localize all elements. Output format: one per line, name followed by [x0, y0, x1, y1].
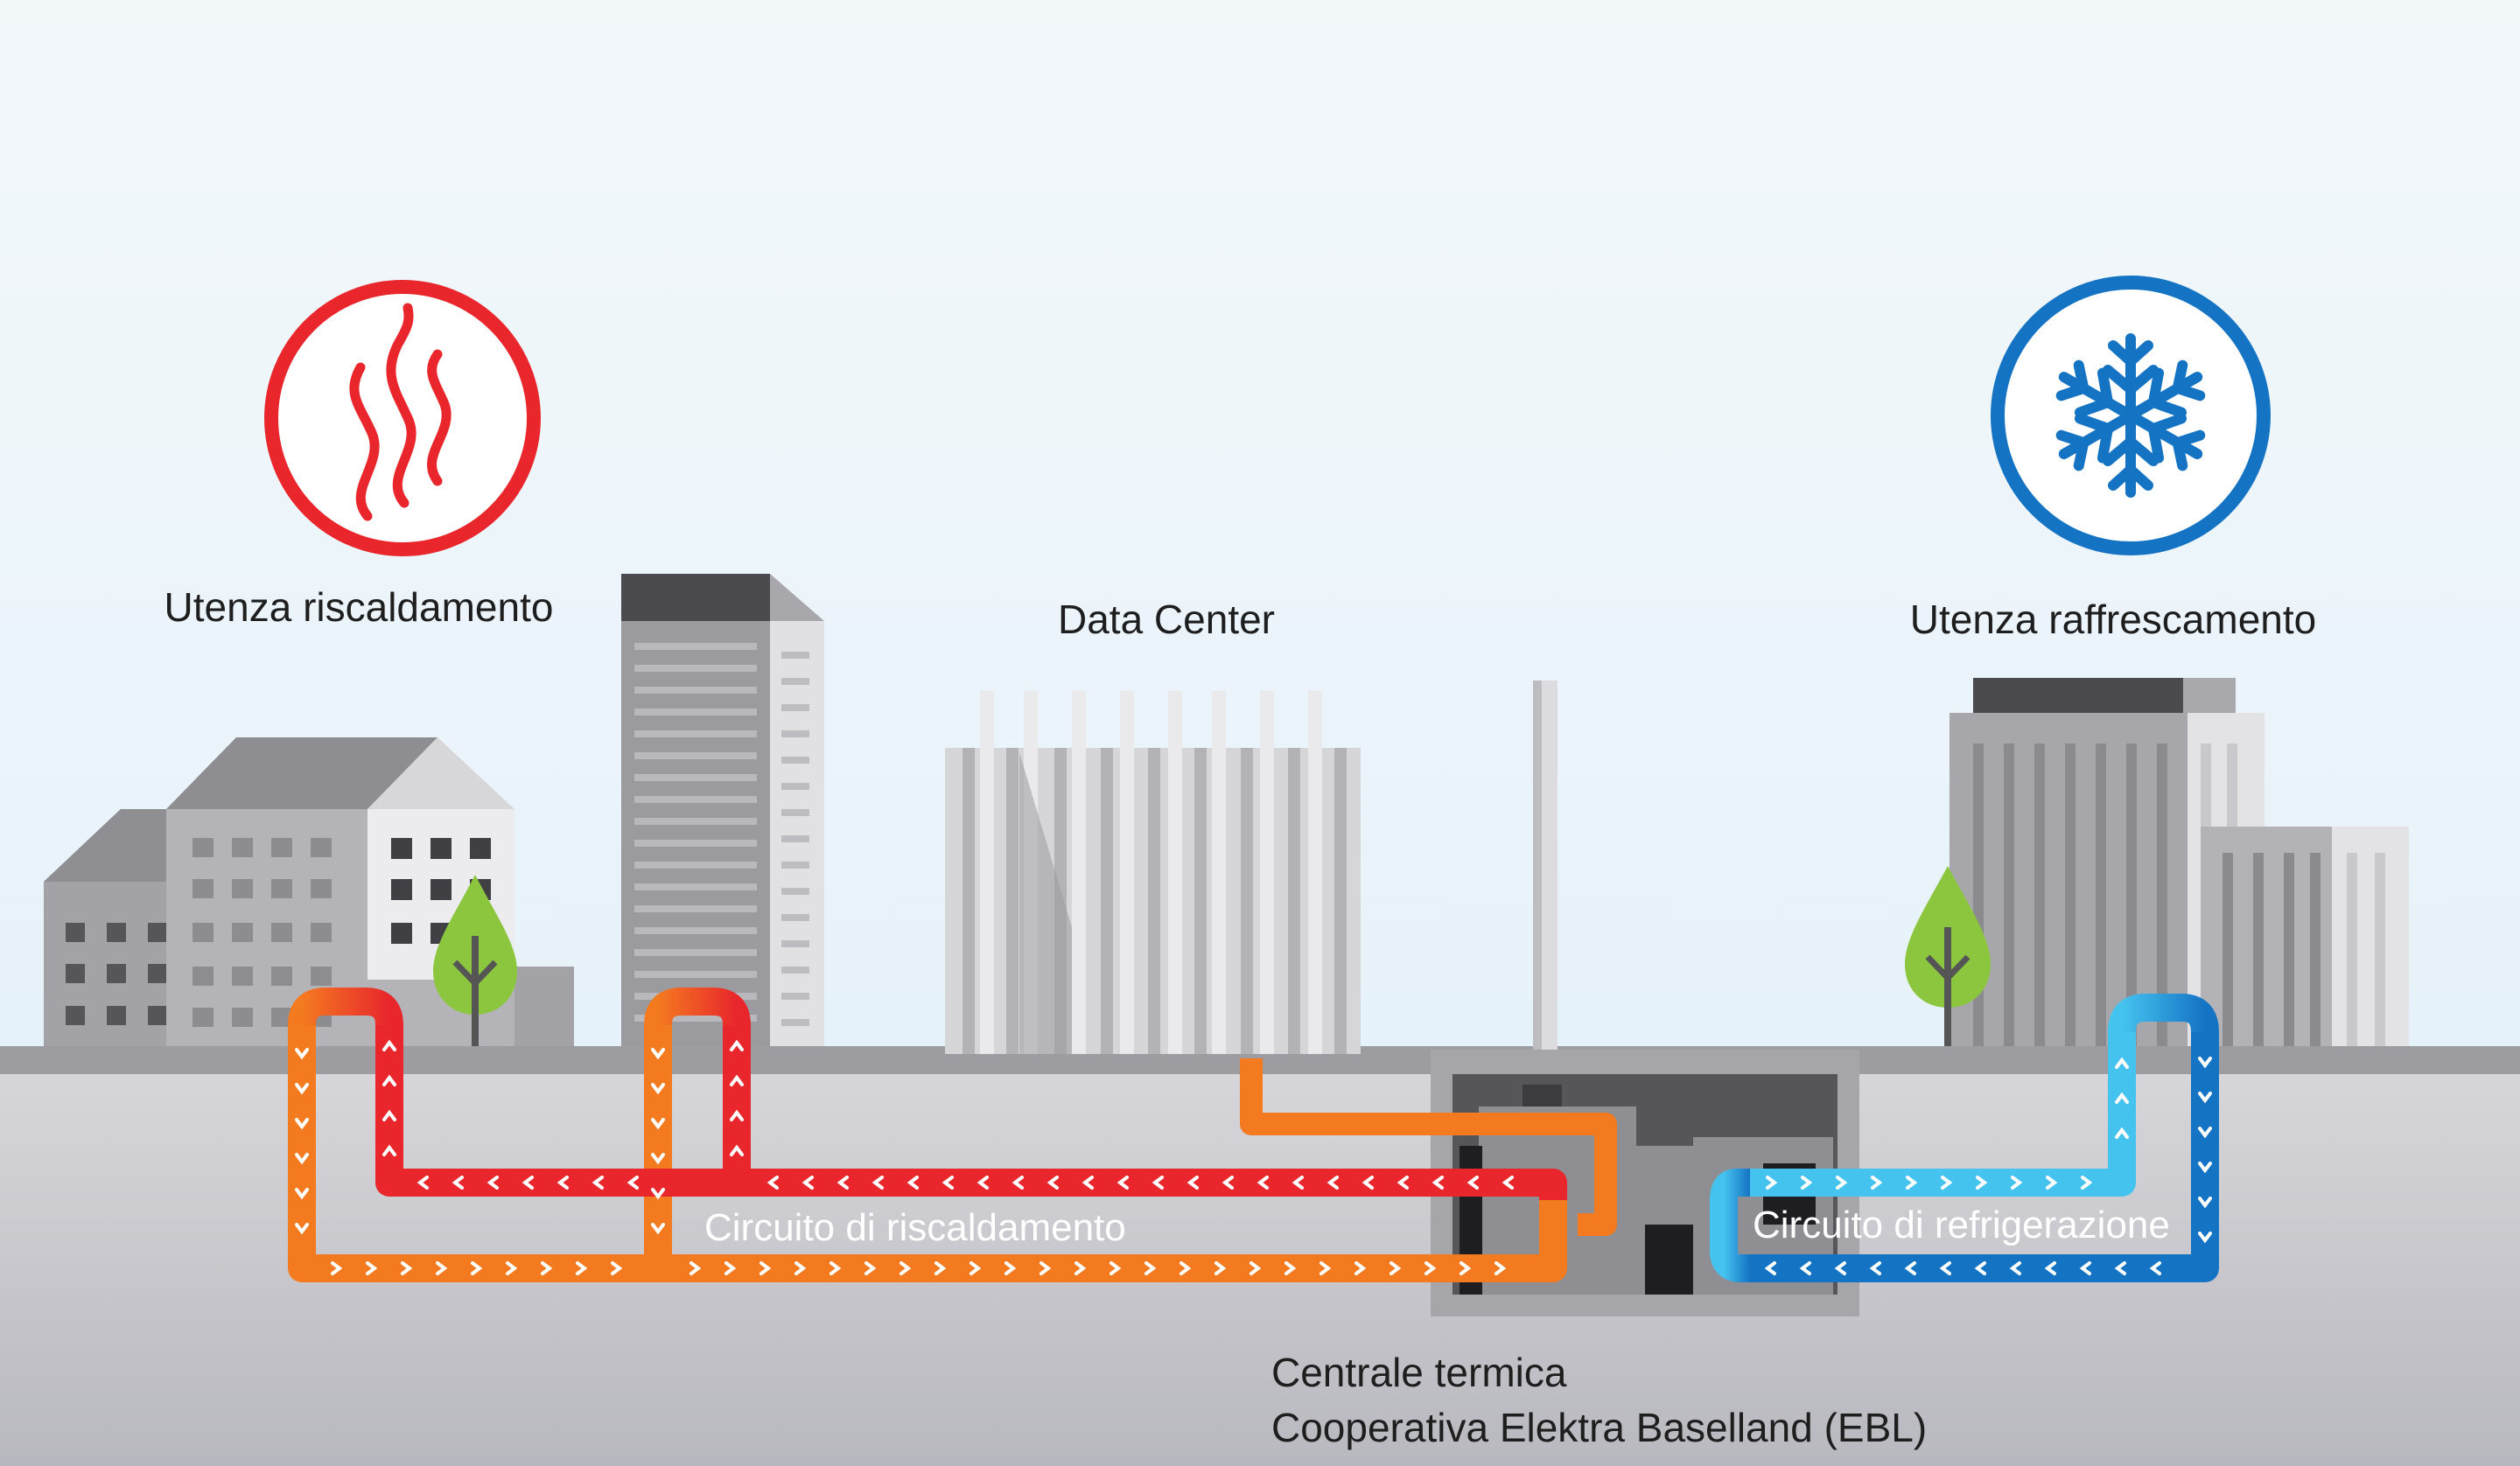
- label-data-center: Data Center: [1058, 597, 1275, 642]
- label-heating-user: Utenza riscaldamento: [164, 584, 554, 630]
- heating-user-buildings: [44, 737, 574, 1046]
- label-cooling-circuit: Circuito di refrigerazione: [1753, 1204, 2170, 1246]
- label-cooling-user: Utenza raffrescamento: [1910, 597, 2317, 642]
- label-plant-line2: Cooperativa Elektra Baselland (EBL): [1271, 1405, 1927, 1450]
- snowflake-icon: [1991, 276, 2271, 555]
- heating-circuit-supply-pipe: [375, 1025, 1567, 1200]
- tall-tower: [621, 574, 824, 1046]
- cooling-circuit-return-pipe: [1750, 1032, 2219, 1282]
- tree-left: [433, 875, 517, 1046]
- heating-circuit-return-pipe: [288, 1025, 1567, 1282]
- label-plant-line1: Centrale termica: [1271, 1350, 1567, 1395]
- heat-waves-icon: [264, 280, 541, 556]
- label-heating-circuit: Circuito di riscaldamento: [704, 1206, 1126, 1249]
- data-center-building: [945, 691, 1361, 1054]
- data-center-feed-pipe: [1240, 1058, 1617, 1236]
- cooling-user-buildings: [1950, 678, 2409, 1046]
- tree-right: [1905, 866, 1991, 1046]
- cooling-circuit-supply-pipe: [1750, 1032, 2136, 1197]
